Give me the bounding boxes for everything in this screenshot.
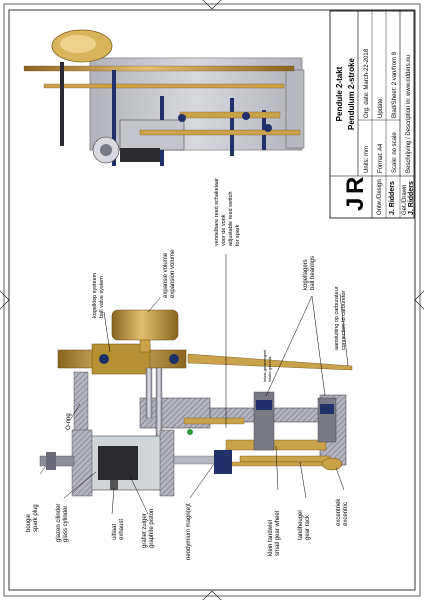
label-spark-plug: bougie spark plug	[26, 504, 39, 532]
label-expansion-volume: expansie volume expansion volume	[163, 249, 176, 298]
title-block: J R Ontw./Design J. Ridders Get./Drawn J…	[329, 10, 415, 219]
label-o-ring: O-ring	[66, 413, 72, 430]
label-reed-switch: verstelbare reed schakelaar voor de vonk…	[214, 178, 241, 246]
logo-letter-j: J	[342, 198, 369, 211]
assembly-3d-view	[23, 29, 305, 166]
svg-text:O-ring: O-ring	[66, 413, 72, 430]
svg-text:excentric: excentric	[343, 502, 349, 526]
svg-text:neodymium magn(e)t: neodymium magn(e)t	[186, 503, 192, 560]
label-neodymium-magnet: neodymium magn(e)t	[186, 503, 192, 560]
svg-text:excentriek: excentriek	[336, 498, 342, 526]
svg-text:ball valve system: ball valve system	[99, 276, 105, 318]
svg-text:klein tandwiel: klein tandwiel	[268, 520, 274, 556]
org-date-field: Org. date: March-22-2018	[364, 48, 370, 118]
title-en: Pendulum 2-stroke	[347, 57, 356, 130]
label-eccentric: excentriek excentric	[336, 498, 349, 526]
scale-field: Scale: no scale	[392, 132, 398, 173]
svg-text:tandheugel: tandheugel	[298, 510, 304, 540]
label-gear-wheel: klein tandwiel small gear wheel	[268, 511, 281, 556]
drawn-name: J. Ridders	[408, 181, 415, 215]
sheet-field: Blad/Sheet: 2 van/from 8	[392, 51, 398, 118]
label-ball-bearings: kogellagers ball bearings	[303, 256, 316, 290]
update-field: Update:	[378, 97, 384, 118]
label-graphite-piston: grafiet zuiger graphite piston	[142, 509, 155, 548]
cross-section-view	[39, 309, 353, 497]
svg-text:expansie volume: expansie volume	[163, 252, 169, 298]
label-intake: inlaat gasmengsel intake gas mix	[262, 350, 272, 382]
format-field: Format: A4	[378, 143, 384, 173]
svg-text:small gear wheel: small gear wheel	[275, 511, 281, 556]
svg-text:graphite piston: graphite piston	[149, 509, 155, 548]
svg-text:connection to carburetor: connection to carburetor	[341, 291, 347, 350]
svg-text:expansion volume: expansion volume	[170, 249, 176, 298]
svg-text:grafiet zuiger: grafiet zuiger	[142, 513, 148, 548]
description-field: Beschrijving / Description in: www.ridde…	[406, 55, 412, 173]
svg-text:gear rack: gear rack	[305, 514, 311, 540]
label-carburetor: aansluiting op carburateur connection to…	[334, 286, 347, 350]
label-glass-cylinder: glazen cilinder glass cylinder	[56, 504, 69, 542]
designer-label: Ontw./Design	[377, 179, 383, 215]
svg-text:uitlaat: uitlaat	[112, 524, 118, 540]
svg-text:bougie: bougie	[26, 513, 32, 532]
svg-text:glazen cilinder: glazen cilinder	[56, 504, 62, 542]
svg-text:aansluiting op carburateur: aansluiting op carburateur	[334, 286, 340, 350]
designer-name: J. Ridders	[389, 181, 396, 215]
svg-text:spark plug: spark plug	[33, 504, 39, 532]
svg-text:ball bearings: ball bearings	[310, 256, 316, 290]
logo-letter-r: R	[342, 177, 369, 194]
label-exhaust: uitlaat exhaust	[112, 519, 125, 540]
drawn-label: Get./Drawn	[402, 185, 408, 215]
svg-text:voor de vonk: voor de vonk	[221, 214, 227, 246]
svg-text:inlaat gasmengsel: inlaat gasmengsel	[262, 350, 267, 382]
label-gear-rack: tandheugel gear rack	[298, 510, 311, 540]
svg-text:for spark: for spark	[235, 224, 241, 246]
svg-text:exhaust: exhaust	[119, 519, 125, 540]
leader-lines	[39, 254, 349, 515]
svg-text:kogellagers: kogellagers	[303, 259, 309, 290]
svg-text:verstelbare reed schakelaar: verstelbare reed schakelaar	[214, 178, 220, 246]
label-ball-valve: kogelklep systeem ball valve system	[92, 272, 105, 318]
svg-text:adjustable reed switch: adjustable reed switch	[228, 192, 234, 246]
title-nl: Pendule 2-takt	[335, 66, 344, 121]
svg-text:kogelklep systeem: kogelklep systeem	[92, 272, 98, 318]
svg-text:intake gas mix: intake gas mix	[267, 356, 272, 382]
units-field: Units: mm	[364, 146, 370, 173]
svg-text:glass cylinder: glass cylinder	[63, 506, 69, 542]
